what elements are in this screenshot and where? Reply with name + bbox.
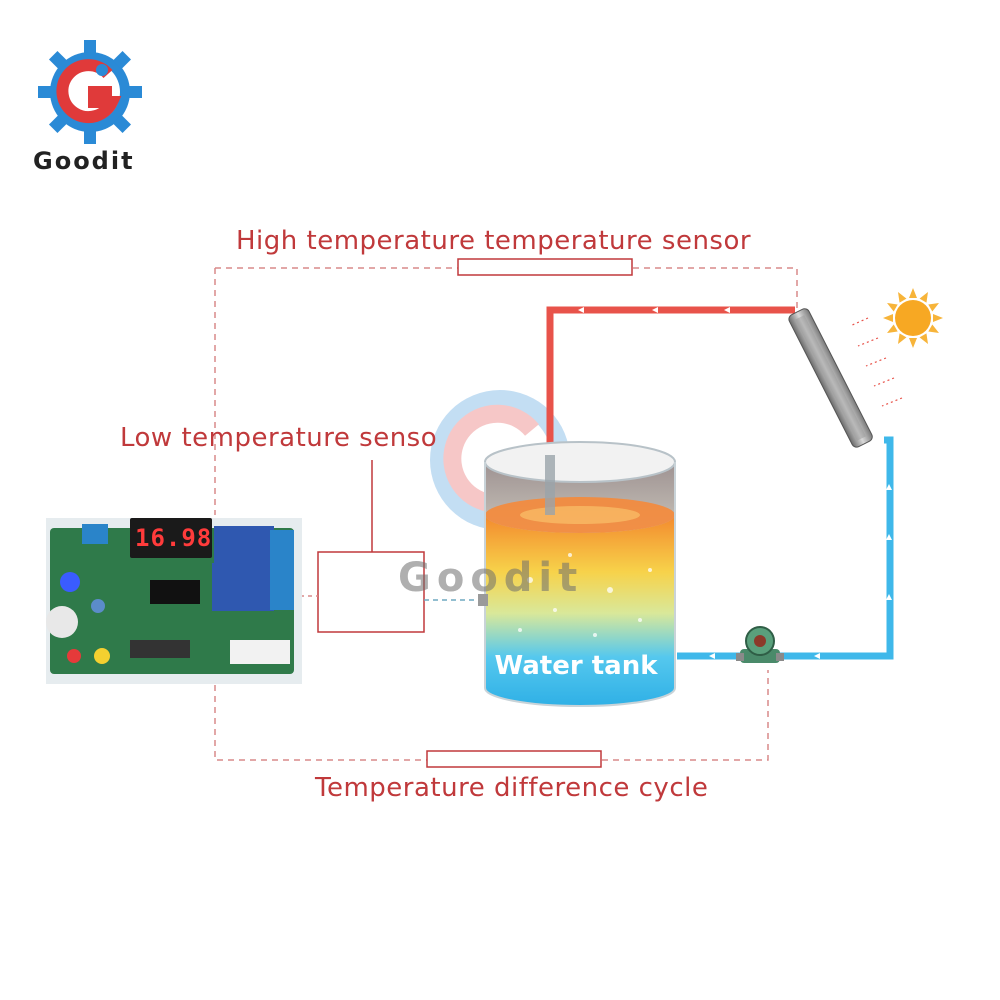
pump-icon [736,626,784,663]
sun-icon [883,288,943,348]
hot-pipe-arrows [578,307,730,313]
water-tank [478,441,676,707]
solar-collector-icon [788,308,873,448]
goodit-logo-icon [38,40,142,144]
water-tank-label: Water tank [494,651,658,681]
brand-name: Goodit [33,147,135,175]
low-sensor-label: Low temperature senso [120,423,438,453]
cycle-label: Temperature difference cycle [315,773,709,803]
high-sensor-dashed-line [215,267,798,310]
cycle-marker [426,750,602,768]
high-sensor-label: High temperature temperature sensor [236,226,752,256]
hot-pipe [546,306,795,455]
cold-pipe [677,436,894,660]
watermark-text: Goodit [398,555,584,601]
cold-pipe-arrows [709,484,892,659]
low-sensor-box [317,551,425,633]
left-dashed-line [214,268,769,761]
controller-board-icon [46,518,302,684]
high-sensor-marker [457,258,633,276]
sun-rays [849,317,903,407]
controller-display: 16.98 [135,524,213,552]
